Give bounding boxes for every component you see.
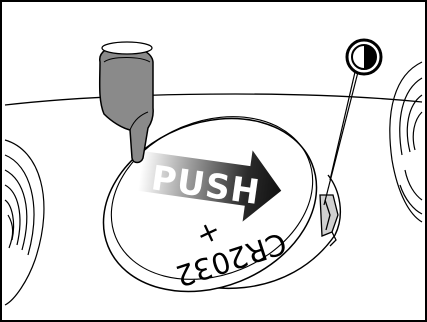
left-ridged-knob [4,139,45,306]
battery-clip [319,194,339,247]
right-ridged-knob [389,61,423,223]
push-arrow-icon [137,150,282,222]
device-body-edge [4,93,423,106]
half-filled-circle-icon [345,38,383,76]
callout-leader-lines [323,71,359,206]
pointing-hand-icon [98,41,154,164]
